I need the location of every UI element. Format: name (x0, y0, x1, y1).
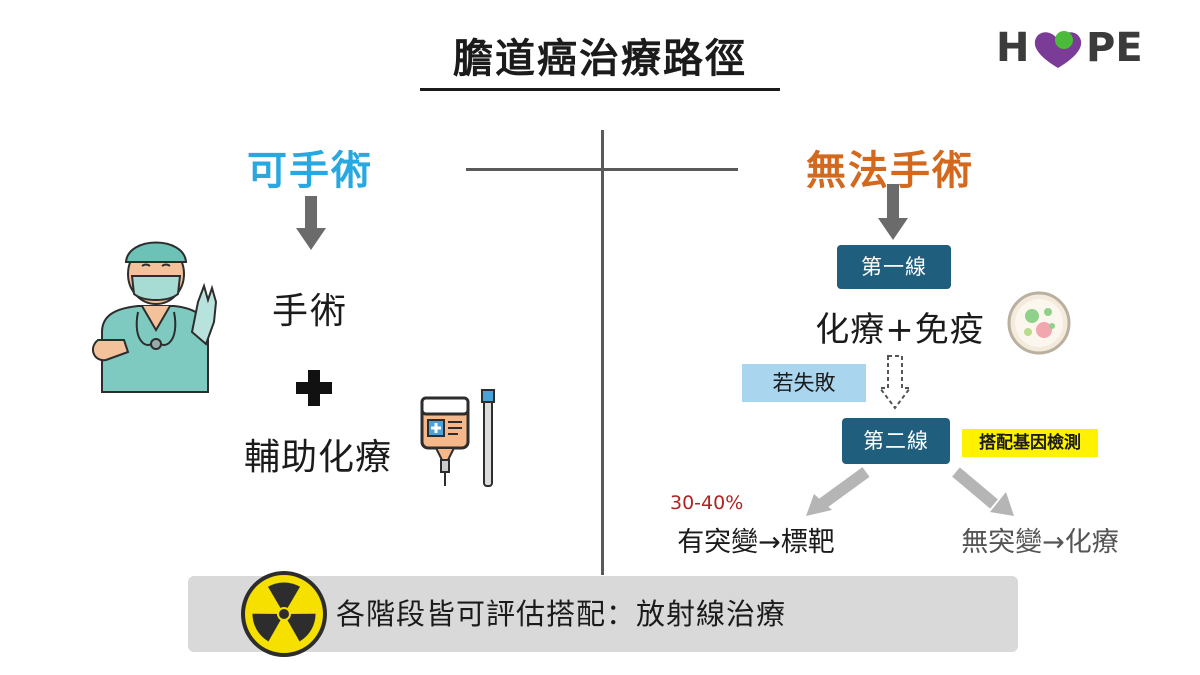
gene-test-badge: 搭配基因檢測 (962, 429, 1098, 457)
if-fail-box: 若失敗 (742, 364, 866, 402)
page-title: 膽道癌治療路徑 (420, 26, 780, 91)
down-arrow-icon (878, 184, 908, 240)
branch-arrow-right-icon (952, 467, 1014, 516)
chemo-immuno-label: 化療+免疫 (815, 310, 985, 350)
surgery-label: 手術 (271, 291, 348, 332)
dashed-down-arrow-icon (878, 355, 912, 410)
radiation-note-text: 各階段皆可評估搭配：放射線治療 (336, 597, 787, 631)
logo-text-right: PE (1086, 25, 1143, 71)
mutation-percent-label: 30-40% (670, 492, 744, 514)
iv-bag-icon (420, 389, 495, 487)
down-arrow-icon (296, 196, 326, 250)
operable-heading: 可手術 (247, 148, 373, 194)
with-mutation-label: 有突變→標靶 (677, 527, 835, 558)
heart-logo-icon (1034, 31, 1082, 68)
branch-arrow-left-icon (806, 467, 870, 516)
without-mutation-label: 無突變→化療 (961, 527, 1119, 558)
radiation-icon (241, 571, 327, 657)
surgeon-icon (91, 241, 218, 393)
hope-logo: H PE (996, 26, 1166, 70)
first-line-box: 第一線 (837, 245, 951, 289)
logo-text-left: H (996, 25, 1030, 71)
virus-icon (1007, 291, 1071, 355)
plus-icon (296, 370, 332, 406)
vertical-divider (601, 130, 604, 575)
second-line-box: 第二線 (842, 418, 950, 464)
adjuvant-chemo-label: 輔助化療 (243, 437, 392, 478)
